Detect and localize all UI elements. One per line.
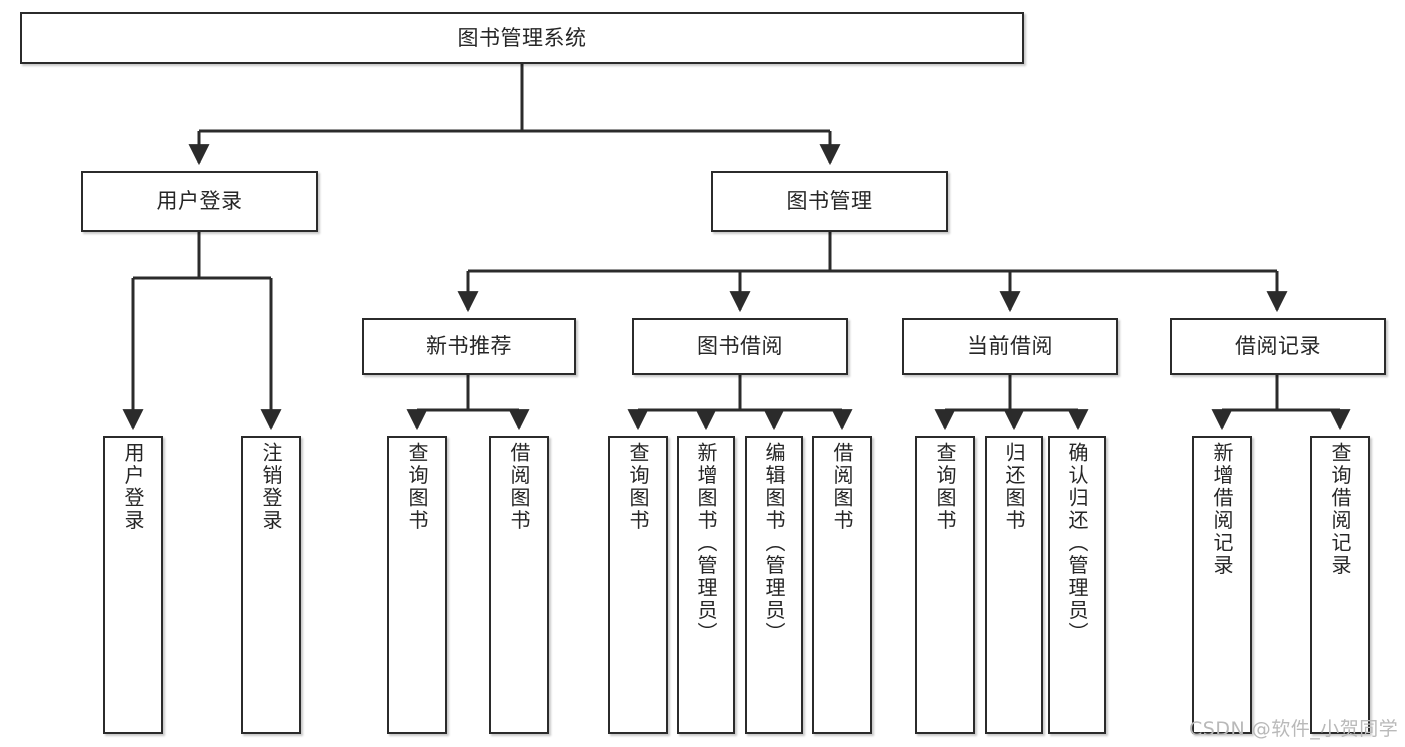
node-book-management[interactable]: 图书管理 — [711, 171, 948, 232]
node-leaf-return-book[interactable]: 归还图书 — [985, 436, 1043, 734]
node-borrow-record-label: 借阅记录 — [1235, 334, 1321, 359]
node-new-book-recommend-label: 新书推荐 — [426, 334, 512, 359]
node-leaf-return-book-label: 归还图书 — [1002, 442, 1026, 532]
node-leaf-confirm-return-label: 确认归还（管理员） — [1065, 442, 1089, 645]
node-leaf-borrow-book-2-label: 借阅图书 — [830, 442, 854, 532]
node-leaf-query-book-2-label: 查询图书 — [626, 442, 650, 532]
node-leaf-logout-login-label: 注销登录 — [259, 442, 283, 532]
node-current-borrow-label: 当前借阅 — [967, 334, 1053, 359]
node-leaf-query-record[interactable]: 查询借阅记录 — [1310, 436, 1370, 734]
node-user-login[interactable]: 用户登录 — [81, 171, 318, 232]
node-book-borrow[interactable]: 图书借阅 — [632, 318, 848, 375]
node-leaf-query-book-1-label: 查询图书 — [405, 442, 429, 532]
node-root-label: 图书管理系统 — [457, 25, 587, 50]
node-leaf-borrow-book-1[interactable]: 借阅图书 — [489, 436, 549, 734]
node-leaf-user-login[interactable]: 用户登录 — [103, 436, 163, 734]
node-leaf-edit-book[interactable]: 编辑图书（管理员） — [745, 436, 803, 734]
node-leaf-query-book-3[interactable]: 查询图书 — [915, 436, 975, 734]
node-user-login-label: 用户登录 — [156, 189, 243, 214]
node-leaf-confirm-return[interactable]: 确认归还（管理员） — [1048, 436, 1106, 734]
node-leaf-logout-login[interactable]: 注销登录 — [241, 436, 301, 734]
node-leaf-query-book-1[interactable]: 查询图书 — [387, 436, 447, 734]
node-leaf-query-record-label: 查询借阅记录 — [1328, 442, 1352, 577]
node-root[interactable]: 图书管理系统 — [20, 12, 1024, 64]
node-leaf-add-record[interactable]: 新增借阅记录 — [1192, 436, 1252, 734]
node-leaf-add-book[interactable]: 新增图书（管理员） — [677, 436, 735, 734]
node-new-book-recommend[interactable]: 新书推荐 — [362, 318, 576, 375]
node-borrow-record[interactable]: 借阅记录 — [1170, 318, 1386, 375]
node-leaf-borrow-book-2[interactable]: 借阅图书 — [812, 436, 872, 734]
node-leaf-borrow-book-1-label: 借阅图书 — [507, 442, 531, 532]
node-book-management-label: 图书管理 — [786, 189, 873, 214]
node-leaf-query-book-3-label: 查询图书 — [933, 442, 957, 532]
node-leaf-add-book-label: 新增图书（管理员） — [694, 442, 718, 645]
node-book-borrow-label: 图书借阅 — [697, 334, 783, 359]
node-leaf-add-record-label: 新增借阅记录 — [1210, 442, 1234, 577]
node-leaf-user-login-label: 用户登录 — [121, 442, 145, 532]
node-leaf-query-book-2[interactable]: 查询图书 — [608, 436, 668, 734]
watermark-text: CSDN @软件_小贺同学 — [1189, 718, 1399, 740]
node-current-borrow[interactable]: 当前借阅 — [902, 318, 1118, 375]
node-leaf-edit-book-label: 编辑图书（管理员） — [762, 442, 786, 645]
